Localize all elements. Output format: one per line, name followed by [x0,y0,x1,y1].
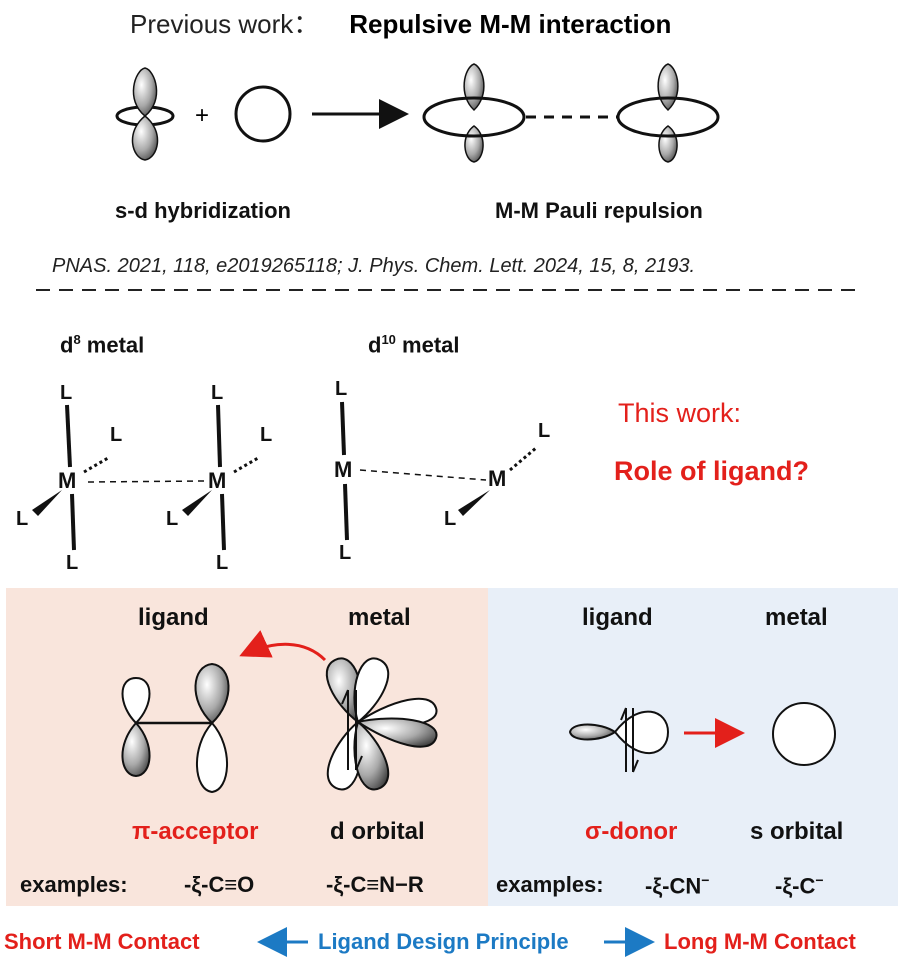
sd-hybridization-label: s-d hybridization [115,198,291,223]
isocyanide-example: -ξ-C≡N−R [326,872,424,897]
previous-work-heading: Previous work： Repulsive M-M interaction [130,4,671,41]
left-metal-label: metal [348,604,411,631]
backdonation-arrow [239,630,327,662]
atom-L: L [110,424,123,446]
role-of-ligand-question: Role of ligand? [614,456,809,486]
atom-L: L [211,382,224,404]
atom-M: M [334,457,353,482]
metal-orbital-right [616,63,720,163]
d10-metal-label: d10 metal [368,332,460,358]
d10-complex-left [340,401,349,541]
atom-L: L [335,378,348,400]
atom-M: M [58,468,77,493]
atom-L: L [66,552,79,574]
d-orbital [325,657,438,791]
long-contact-label: Long M-M Contact [664,929,856,954]
d8-complex-right [182,404,259,551]
sd-hybrid-orbital [115,67,175,161]
plus-sign: + [195,102,209,129]
previous-work-title: Repulsive M-M interaction [349,9,672,39]
left-ligand-label: ligand [138,604,209,631]
sigma-lone-pair-orbital [568,707,670,773]
d10-mm-contact [359,469,487,481]
sigma-donor-panel [488,588,898,906]
right-examples-label: examples: [496,872,604,897]
atom-L: L [538,420,551,442]
s-orbital-label: s orbital [750,818,844,845]
left-examples-label: examples: [20,872,128,897]
pi-acceptor-label: π-acceptor [132,818,259,845]
d8-mm-contact [87,480,205,483]
pauli-repulsion-label: M-M Pauli repulsion [495,198,703,223]
atom-L: L [60,382,73,404]
atom-L: L [166,508,179,530]
metal-orbital-left [422,63,526,163]
atom-M: M [488,466,507,491]
pi-star-orbital [121,662,230,794]
atom-L: L [260,424,273,446]
short-contact-label: Short M-M Contact [4,929,200,954]
s-orbital-circle [234,85,292,143]
ligand-design-principle-label: Ligand Design Principle [318,929,569,954]
d-orbital-label: d orbital [330,818,425,845]
sigma-donor-label: σ-donor [585,818,678,845]
atom-L: L [16,508,29,530]
right-metal-label: metal [765,604,828,631]
atom-M: M [208,468,227,493]
atom-L: L [216,552,229,574]
d8-metal-label: d8 metal [60,332,145,358]
right-ligand-label: ligand [582,604,653,631]
carbanion-example: -ξ-C− [775,872,824,899]
atom-L: L [444,508,457,530]
metal-s-orbital [772,702,836,766]
carbonyl-example: -ξ-C≡O [184,872,255,897]
reference-citation: PNAS. 2021, 118, e2019265118; J. Phys. C… [52,255,696,277]
atom-L: L [339,542,352,564]
this-work-label: This work: [618,398,742,428]
d8-complex-left [32,404,109,551]
d10-complex-right [458,446,537,516]
cyanide-example: -ξ-CN− [645,872,710,899]
previous-work-label: Previous work： [130,9,320,39]
